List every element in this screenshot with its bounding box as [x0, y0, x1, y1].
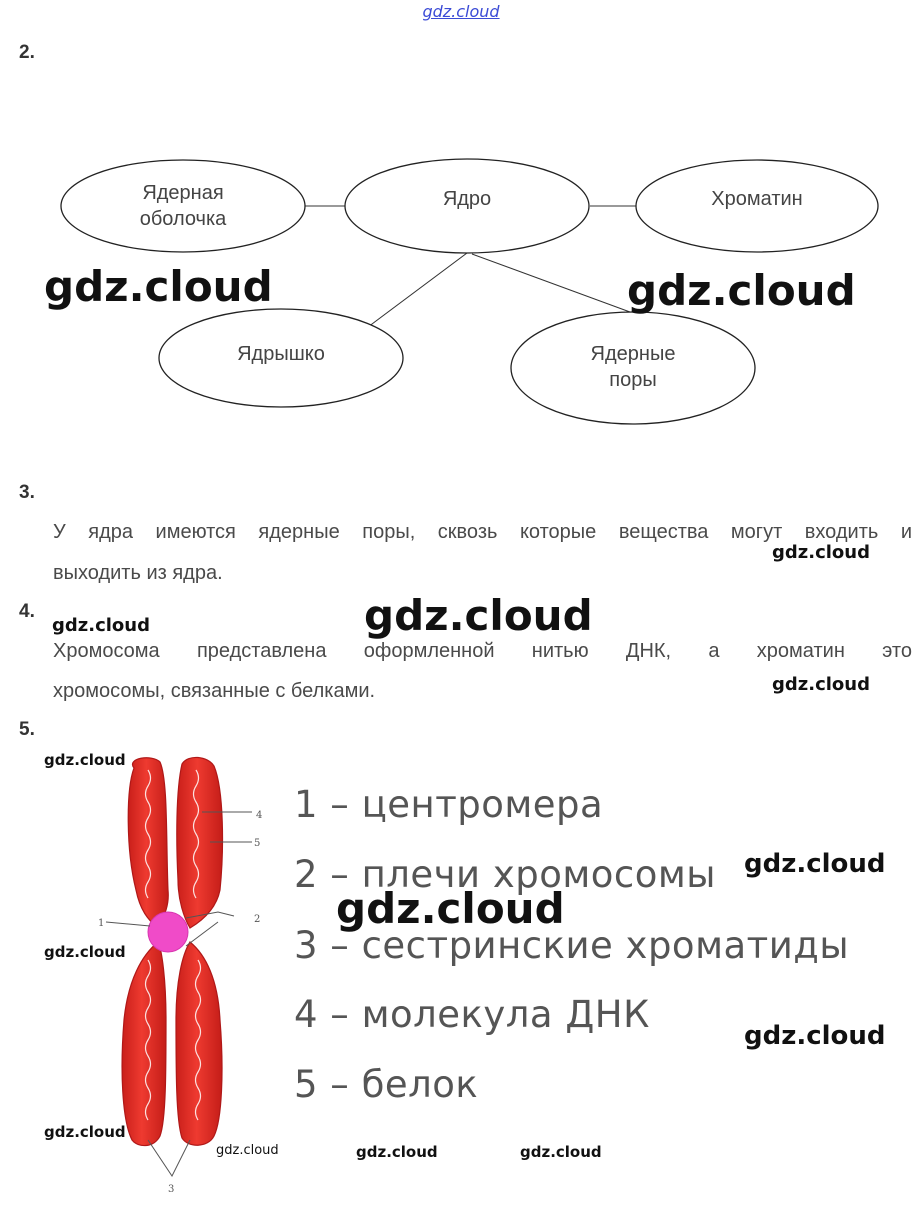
task-3-text-line-1: У ядра имеются ядерные поры, сквозь кото…: [53, 521, 912, 544]
node-nuclear-envelope: Ядерная оболочка: [61, 160, 305, 252]
node-label: Ядерные: [591, 341, 676, 367]
node-chromatin: Хроматин: [636, 159, 878, 239]
task-3-number: 3.: [19, 482, 35, 504]
pointer-1: [106, 922, 150, 926]
chromatid-upper-left: [128, 758, 168, 928]
node-nucleus: Ядро: [345, 159, 589, 239]
watermark: gdz.cloud: [744, 849, 886, 879]
node-label: Ядерная: [142, 180, 223, 206]
chromatid-upper-right: [177, 757, 223, 928]
watermark: gdz.cloud: [772, 542, 870, 563]
node-label: оболочка: [140, 206, 227, 232]
watermark: gdz.cloud: [772, 674, 870, 695]
centromere: [148, 912, 188, 952]
edge-nucleus-pores: [472, 254, 630, 312]
task-4-text-line-1: Хромосома представлена оформленной нитью…: [53, 640, 912, 663]
callout-2: 2: [254, 914, 260, 925]
watermark: gdz.cloud: [44, 943, 126, 961]
node-nuclear-pores: Ядерные поры: [511, 325, 755, 409]
node-label: Хроматин: [711, 186, 802, 212]
task-4-number: 4.: [19, 601, 35, 623]
task-4-text-line-2: хромосомы, связанные с белками.: [53, 680, 375, 703]
legend-item-4: 4 – молекула ДНК: [294, 993, 650, 1036]
watermark: gdz.cloud: [44, 751, 126, 769]
pointer-3: [148, 1140, 190, 1176]
callout-4: 4: [256, 810, 262, 821]
task-3-text-line-2: выходить из ядра.: [53, 562, 223, 585]
watermark: gdz.cloud: [52, 615, 150, 636]
node-label: Ядро: [443, 186, 491, 212]
legend-item-1: 1 – центромера: [294, 783, 603, 826]
legend-item-5: 5 – белок: [294, 1063, 478, 1106]
watermark: gdz.cloud: [44, 262, 273, 311]
watermark: gdz.cloud: [744, 1021, 886, 1051]
task-5-number: 5.: [19, 719, 35, 741]
watermark: gdz.cloud: [356, 1143, 438, 1161]
node-label: Ядрышко: [237, 341, 325, 367]
chromatid-lower-left: [122, 942, 166, 1146]
watermark: gdz.cloud: [627, 266, 856, 315]
node-nucleolus: Ядрышко: [159, 309, 403, 399]
watermark: gdz.cloud: [520, 1143, 602, 1161]
callout-3: 3: [168, 1184, 174, 1195]
watermark: gdz.cloud: [216, 1143, 279, 1158]
node-label: поры: [609, 367, 656, 393]
watermark: gdz.cloud: [336, 884, 565, 933]
watermark: gdz.cloud: [44, 1123, 126, 1141]
callout-1: 1: [98, 918, 104, 929]
watermark: gdz.cloud: [364, 591, 593, 640]
callout-5: 5: [254, 838, 260, 849]
chromatid-lower-right: [176, 942, 222, 1145]
